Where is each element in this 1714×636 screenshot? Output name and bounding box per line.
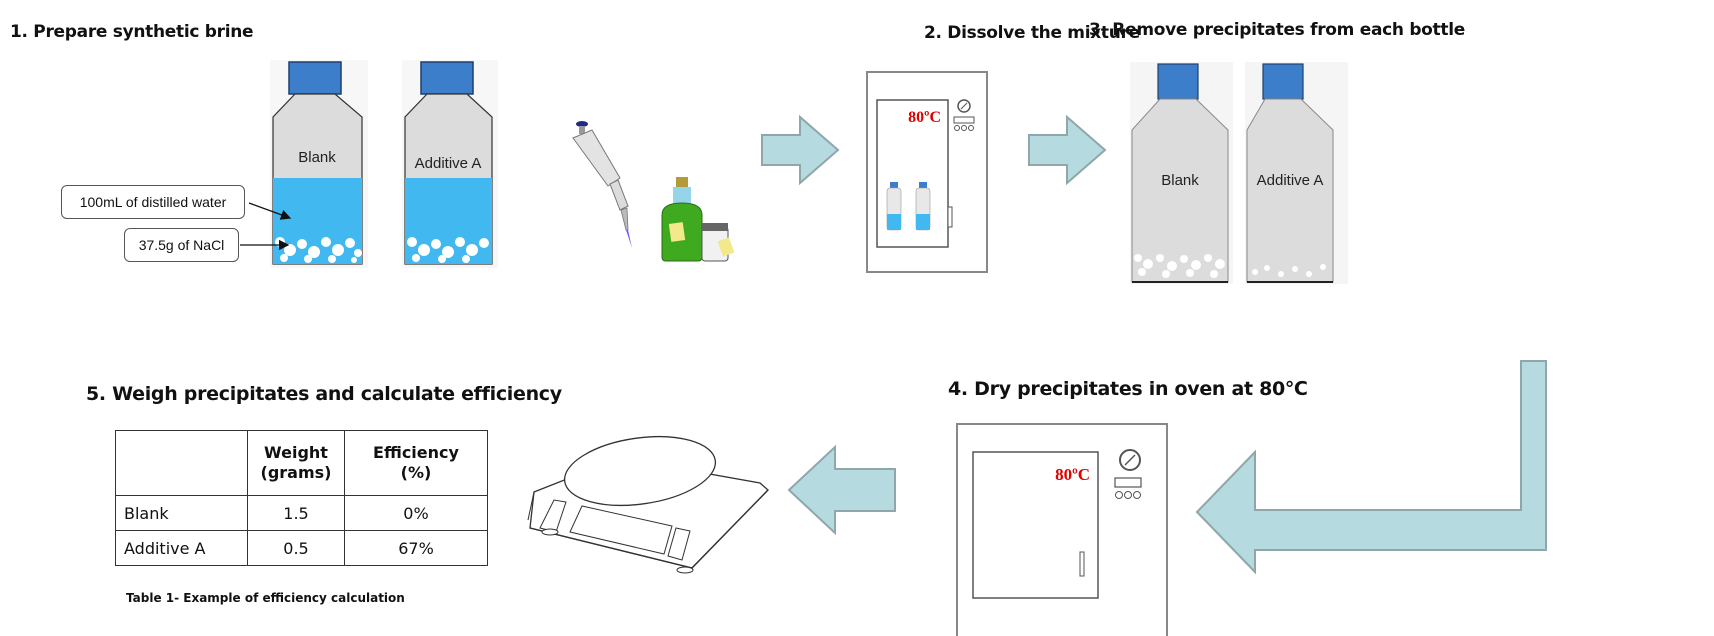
step1-title: 1. Prepare synthetic brine [10, 22, 254, 42]
drying-oven: 80ºC [956, 423, 1168, 636]
oven-temperature: 80ºC [1055, 465, 1090, 484]
row-label: Blank [115, 495, 248, 531]
additive-bottle: Additive A [402, 60, 498, 268]
precipitate [1252, 264, 1326, 277]
balance-scale-icon [527, 436, 769, 574]
row-weight: 0.5 [247, 530, 345, 566]
table-header-efficiency: Efficiency(%) [344, 430, 488, 496]
table-caption: Table 1- Example of efficiency calculati… [126, 591, 405, 605]
step3-title: 3. Remove precipitates from each bottle [1089, 20, 1465, 40]
dissolve-oven: 80ºC [866, 71, 988, 273]
bottle-label: Blank [298, 149, 336, 166]
row-weight: 1.5 [247, 495, 345, 531]
table-header-empty [115, 430, 248, 496]
precipitate [1134, 254, 1225, 278]
bottle-label: Additive A [1257, 172, 1324, 189]
table-row: Additive A 0.5 67% [115, 530, 488, 566]
bottle-label: Blank [1161, 172, 1199, 189]
reagent-bottles-icon [661, 177, 735, 262]
step4-title: 4. Dry precipitates in oven at 80℃ [948, 378, 1308, 400]
step2-title: 2. Dissolve the mixture [924, 23, 1140, 43]
additive-bottle-precipitate: Additive A [1245, 62, 1348, 284]
arrow-step1-to-2 [761, 114, 840, 186]
mini-bottle-additive [915, 182, 931, 231]
efficiency-table: Weight(grams) Efficiency(%) Blank 1.5 0%… [115, 430, 488, 566]
oven-temperature: 80ºC [908, 109, 941, 126]
salt-crystals [407, 237, 489, 263]
mini-bottle-blank [886, 182, 902, 231]
arrow-step3-to-4 [1195, 360, 1547, 575]
arrow-step2-to-3 [1028, 114, 1107, 186]
salt-callout: 37.5g of NaCl [124, 228, 239, 262]
pipette-icon [572, 121, 632, 248]
bottle-cap [288, 61, 342, 95]
row-efficiency: 67% [344, 530, 488, 566]
bottle-cap [420, 61, 474, 95]
row-label: Additive A [115, 530, 248, 566]
arrow-step4-to-5 [787, 444, 896, 536]
table-row: Blank 1.5 0% [115, 495, 488, 531]
row-efficiency: 0% [344, 495, 488, 531]
oven-door [972, 451, 1099, 599]
l-shaped-arrow [1195, 360, 1547, 575]
water-callout: 100mL of distilled water [61, 185, 245, 219]
table-header-weight: Weight(grams) [247, 430, 345, 496]
blank-bottle-precipitate: Blank [1130, 62, 1233, 284]
step5-title: 5. Weigh precipitates and calculate effi… [86, 383, 562, 405]
bottle-label: Additive A [415, 155, 482, 172]
table-header-row: Weight(grams) Efficiency(%) [115, 430, 488, 496]
